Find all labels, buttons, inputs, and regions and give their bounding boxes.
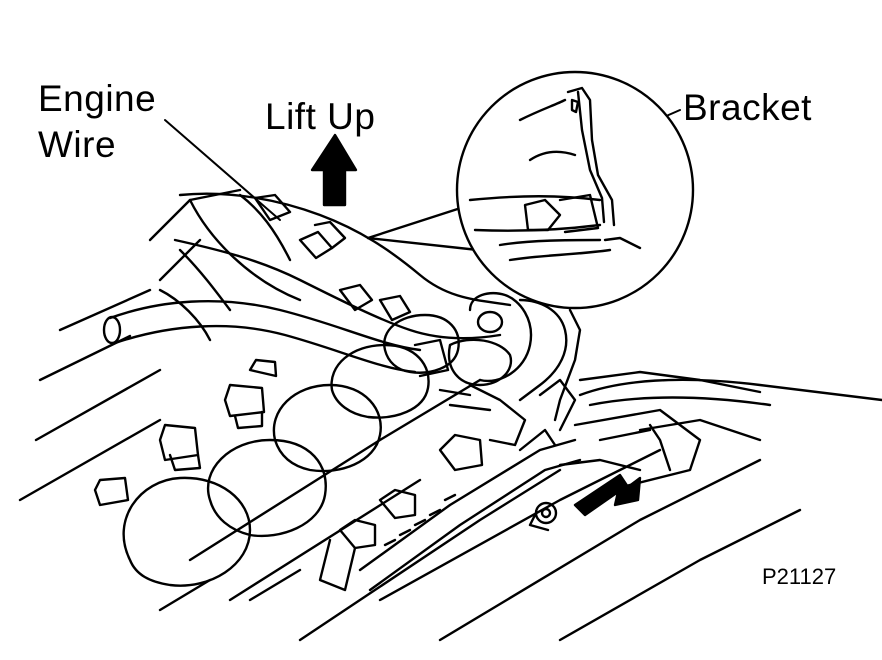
lift-up-arrow <box>310 133 358 207</box>
engine-wire-label-line1: Engine <box>38 78 157 119</box>
bracket-label: Bracket <box>683 87 812 128</box>
bracket-assembly <box>438 291 582 452</box>
engine-wire-harness <box>158 192 512 342</box>
cam-cover <box>558 378 882 492</box>
bolt <box>528 501 558 532</box>
bracket-callout <box>366 70 695 310</box>
figure-code: P21127 <box>762 564 837 589</box>
engine-block-outline <box>18 188 802 642</box>
lift-up-label: Lift Up <box>265 96 376 137</box>
intake-ports <box>122 313 460 612</box>
vacuum-hose <box>102 299 450 378</box>
injectors <box>93 358 484 592</box>
engine-wire-label-line2: Wire <box>38 124 117 165</box>
bolt-arrow <box>573 473 642 517</box>
